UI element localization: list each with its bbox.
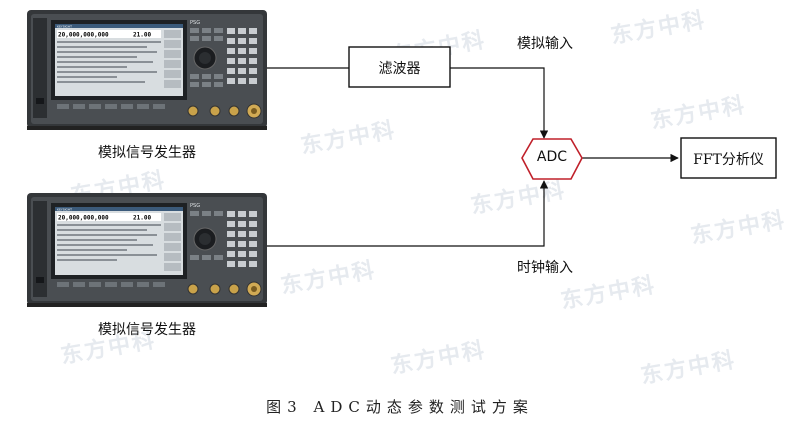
- keypad: [227, 28, 257, 84]
- amplitude-readout: 21.00: [133, 215, 151, 222]
- adc-node: [521, 138, 583, 180]
- figure-caption: 图3 ADC动态参数测试方案: [266, 398, 534, 416]
- connections: [267, 67, 679, 247]
- connectors: [187, 281, 262, 297]
- adc-label: ADC: [536, 149, 568, 165]
- clock-input-label: 时钟输入: [517, 260, 573, 276]
- edge-clock-to-adc: [267, 180, 549, 247]
- connectors: [187, 103, 262, 119]
- frequency-readout: 20,000,000,000: [58, 215, 109, 222]
- generator-bottom-label: 模拟信号发生器: [98, 322, 196, 338]
- instrument-model: PSG: [190, 20, 200, 26]
- keypad: [227, 211, 257, 267]
- frequency-readout: 20,000,000,000: [58, 32, 109, 39]
- signal-generator-top: KEYSIGHT 20,000,000,000 21.00: [27, 10, 267, 130]
- filter-label: 滤波器: [378, 61, 421, 77]
- amplitude-readout: 21.00: [133, 32, 151, 39]
- signal-generator-bottom: KEYSIGHT 20,000,000,000 21.00 PSG: [27, 193, 267, 307]
- fft-analyzer-box: [680, 137, 777, 179]
- analog-input-label: 模拟输入: [517, 36, 573, 52]
- fft-label: FFT分析仪: [693, 152, 764, 168]
- instrument-model: PSG: [190, 203, 200, 209]
- filter-box: [348, 46, 451, 88]
- power-button: [36, 277, 44, 283]
- instrument-brand: KEYSIGHT: [57, 25, 72, 29]
- power-button: [36, 98, 44, 104]
- edge-filter-to-adc: [450, 67, 549, 139]
- generator-top-label: 模拟信号发生器: [98, 145, 196, 161]
- instrument-brand: KEYSIGHT: [57, 208, 72, 212]
